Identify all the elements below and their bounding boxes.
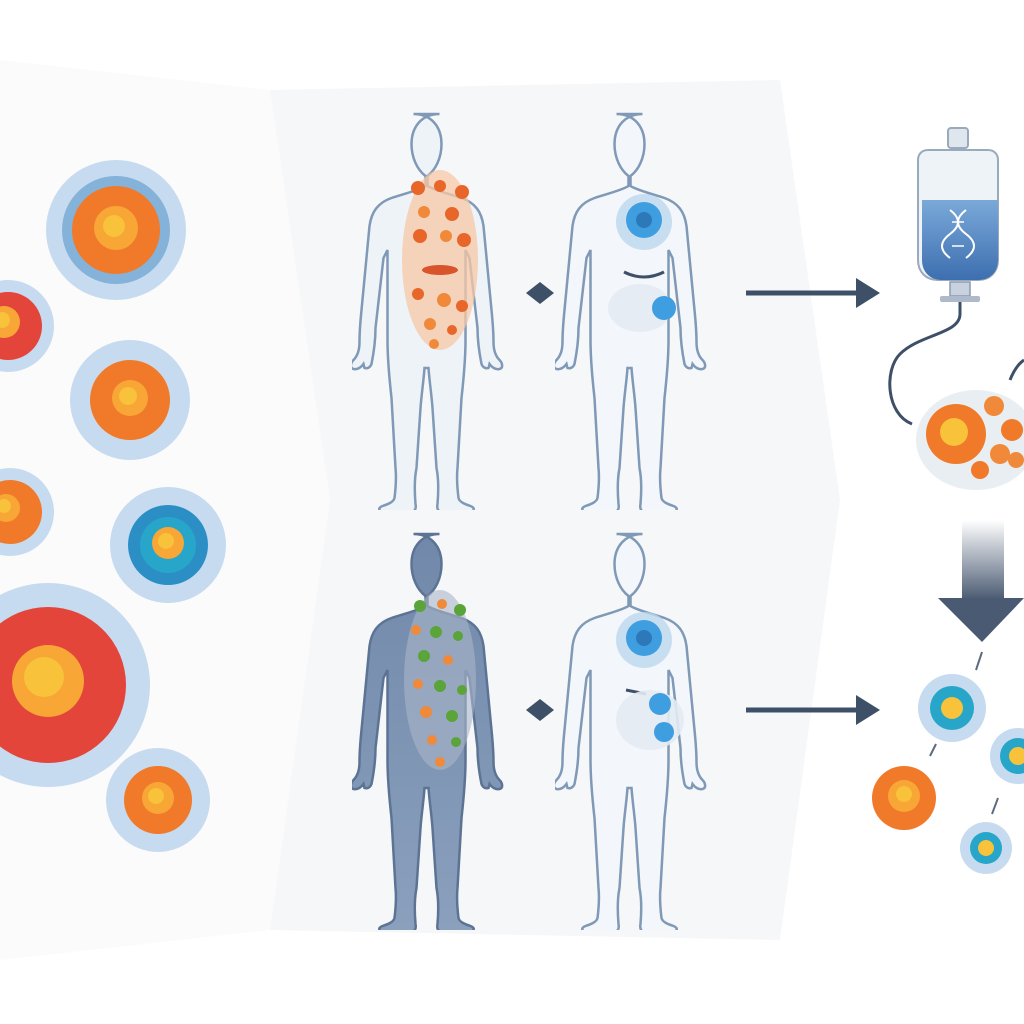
tumor-spot-icon <box>404 590 476 770</box>
cell-icon <box>70 340 190 460</box>
cell-icon <box>0 468 54 556</box>
arrow-right-icon <box>746 278 880 308</box>
cell-icon <box>0 280 54 372</box>
left-cell-cluster <box>0 160 226 852</box>
cell-icon <box>110 487 226 603</box>
cell-icon <box>106 748 210 852</box>
cell-icon <box>990 728 1024 784</box>
human-body-icon <box>555 532 707 930</box>
dna-icon <box>941 209 975 259</box>
human-body-icon <box>352 532 504 930</box>
arrow-down-icon <box>938 520 1024 642</box>
human-body-icon <box>352 112 504 510</box>
middle-panel-shade <box>270 80 840 940</box>
cell-cluster <box>916 390 1024 490</box>
tumor-spot-icon <box>608 194 676 332</box>
diamond-connector-icon <box>526 282 554 304</box>
cell-icon <box>960 822 1012 874</box>
cell-icon <box>918 674 986 742</box>
result-cells <box>872 651 1024 874</box>
iv-bag-icon <box>888 127 1024 426</box>
cell-icon <box>46 160 186 300</box>
arrow-right-icon <box>746 695 880 725</box>
cell-icon <box>0 583 150 787</box>
tumor-spot-icon <box>616 612 684 750</box>
human-body-icon <box>555 112 707 510</box>
diamond-connector-icon <box>526 699 554 721</box>
tumor-spot-icon <box>402 170 478 350</box>
cell-icon <box>872 766 936 830</box>
